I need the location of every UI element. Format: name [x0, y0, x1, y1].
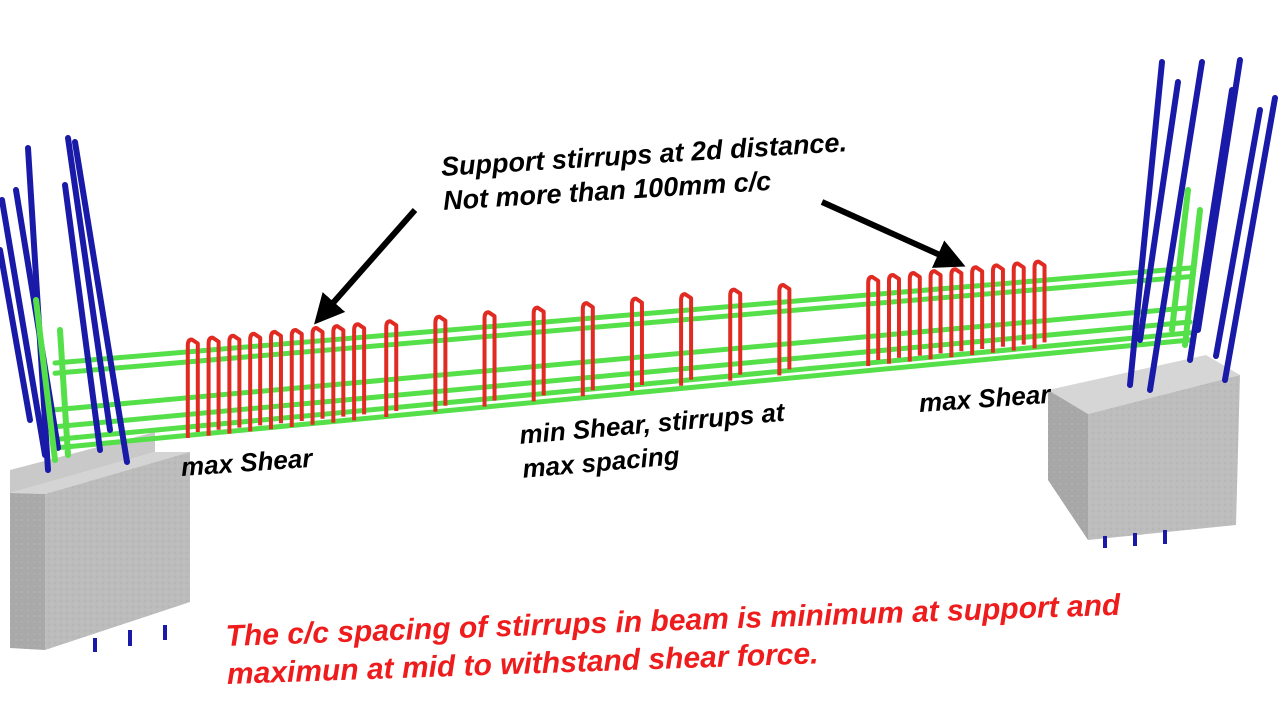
stirrup	[949, 267, 964, 358]
stirrup	[206, 335, 221, 436]
stirrup	[384, 319, 399, 417]
stirrup	[331, 324, 346, 423]
stirrup	[907, 271, 922, 362]
left-column-block	[10, 432, 190, 650]
stirrup	[580, 301, 595, 397]
left-column-starter-bars	[33, 297, 71, 463]
column-bar-ends	[93, 530, 1167, 652]
stirrup	[886, 272, 901, 364]
beam-longitudinal-bars	[52, 265, 1193, 451]
stirrup	[310, 326, 325, 425]
longitudinal-bar	[52, 330, 1193, 442]
longitudinal-bar	[52, 319, 1193, 430]
stirrup	[268, 329, 283, 430]
stirrup	[866, 274, 881, 366]
stirrup	[970, 265, 985, 355]
stirrup	[531, 305, 546, 402]
right-arrow	[820, 199, 966, 268]
stirrup	[928, 269, 943, 360]
stirrup	[433, 314, 448, 412]
stirrup	[482, 310, 497, 407]
right-column-block	[1048, 355, 1240, 540]
stirrup	[728, 287, 743, 381]
stirrup	[1032, 259, 1047, 349]
stirrup	[777, 283, 792, 376]
longitudinal-bar	[52, 305, 1193, 413]
stirrup	[990, 263, 1005, 353]
stirrup	[629, 296, 644, 391]
longitudinal-bar	[52, 265, 1193, 366]
stirrup	[352, 322, 367, 421]
stirrup	[248, 331, 263, 432]
stirrup	[185, 337, 200, 438]
right-column-bars	[1127, 57, 1278, 393]
longitudinal-bar	[52, 274, 1193, 376]
stirrup	[679, 292, 694, 386]
stirrup	[1011, 261, 1026, 351]
longitudinal-bar	[52, 337, 1193, 451]
right-column-starter-bars	[1169, 187, 1203, 348]
beam-stirrups	[185, 259, 1047, 438]
stirrup	[227, 333, 242, 434]
stirrup	[289, 327, 304, 427]
left-arrow	[314, 208, 418, 325]
